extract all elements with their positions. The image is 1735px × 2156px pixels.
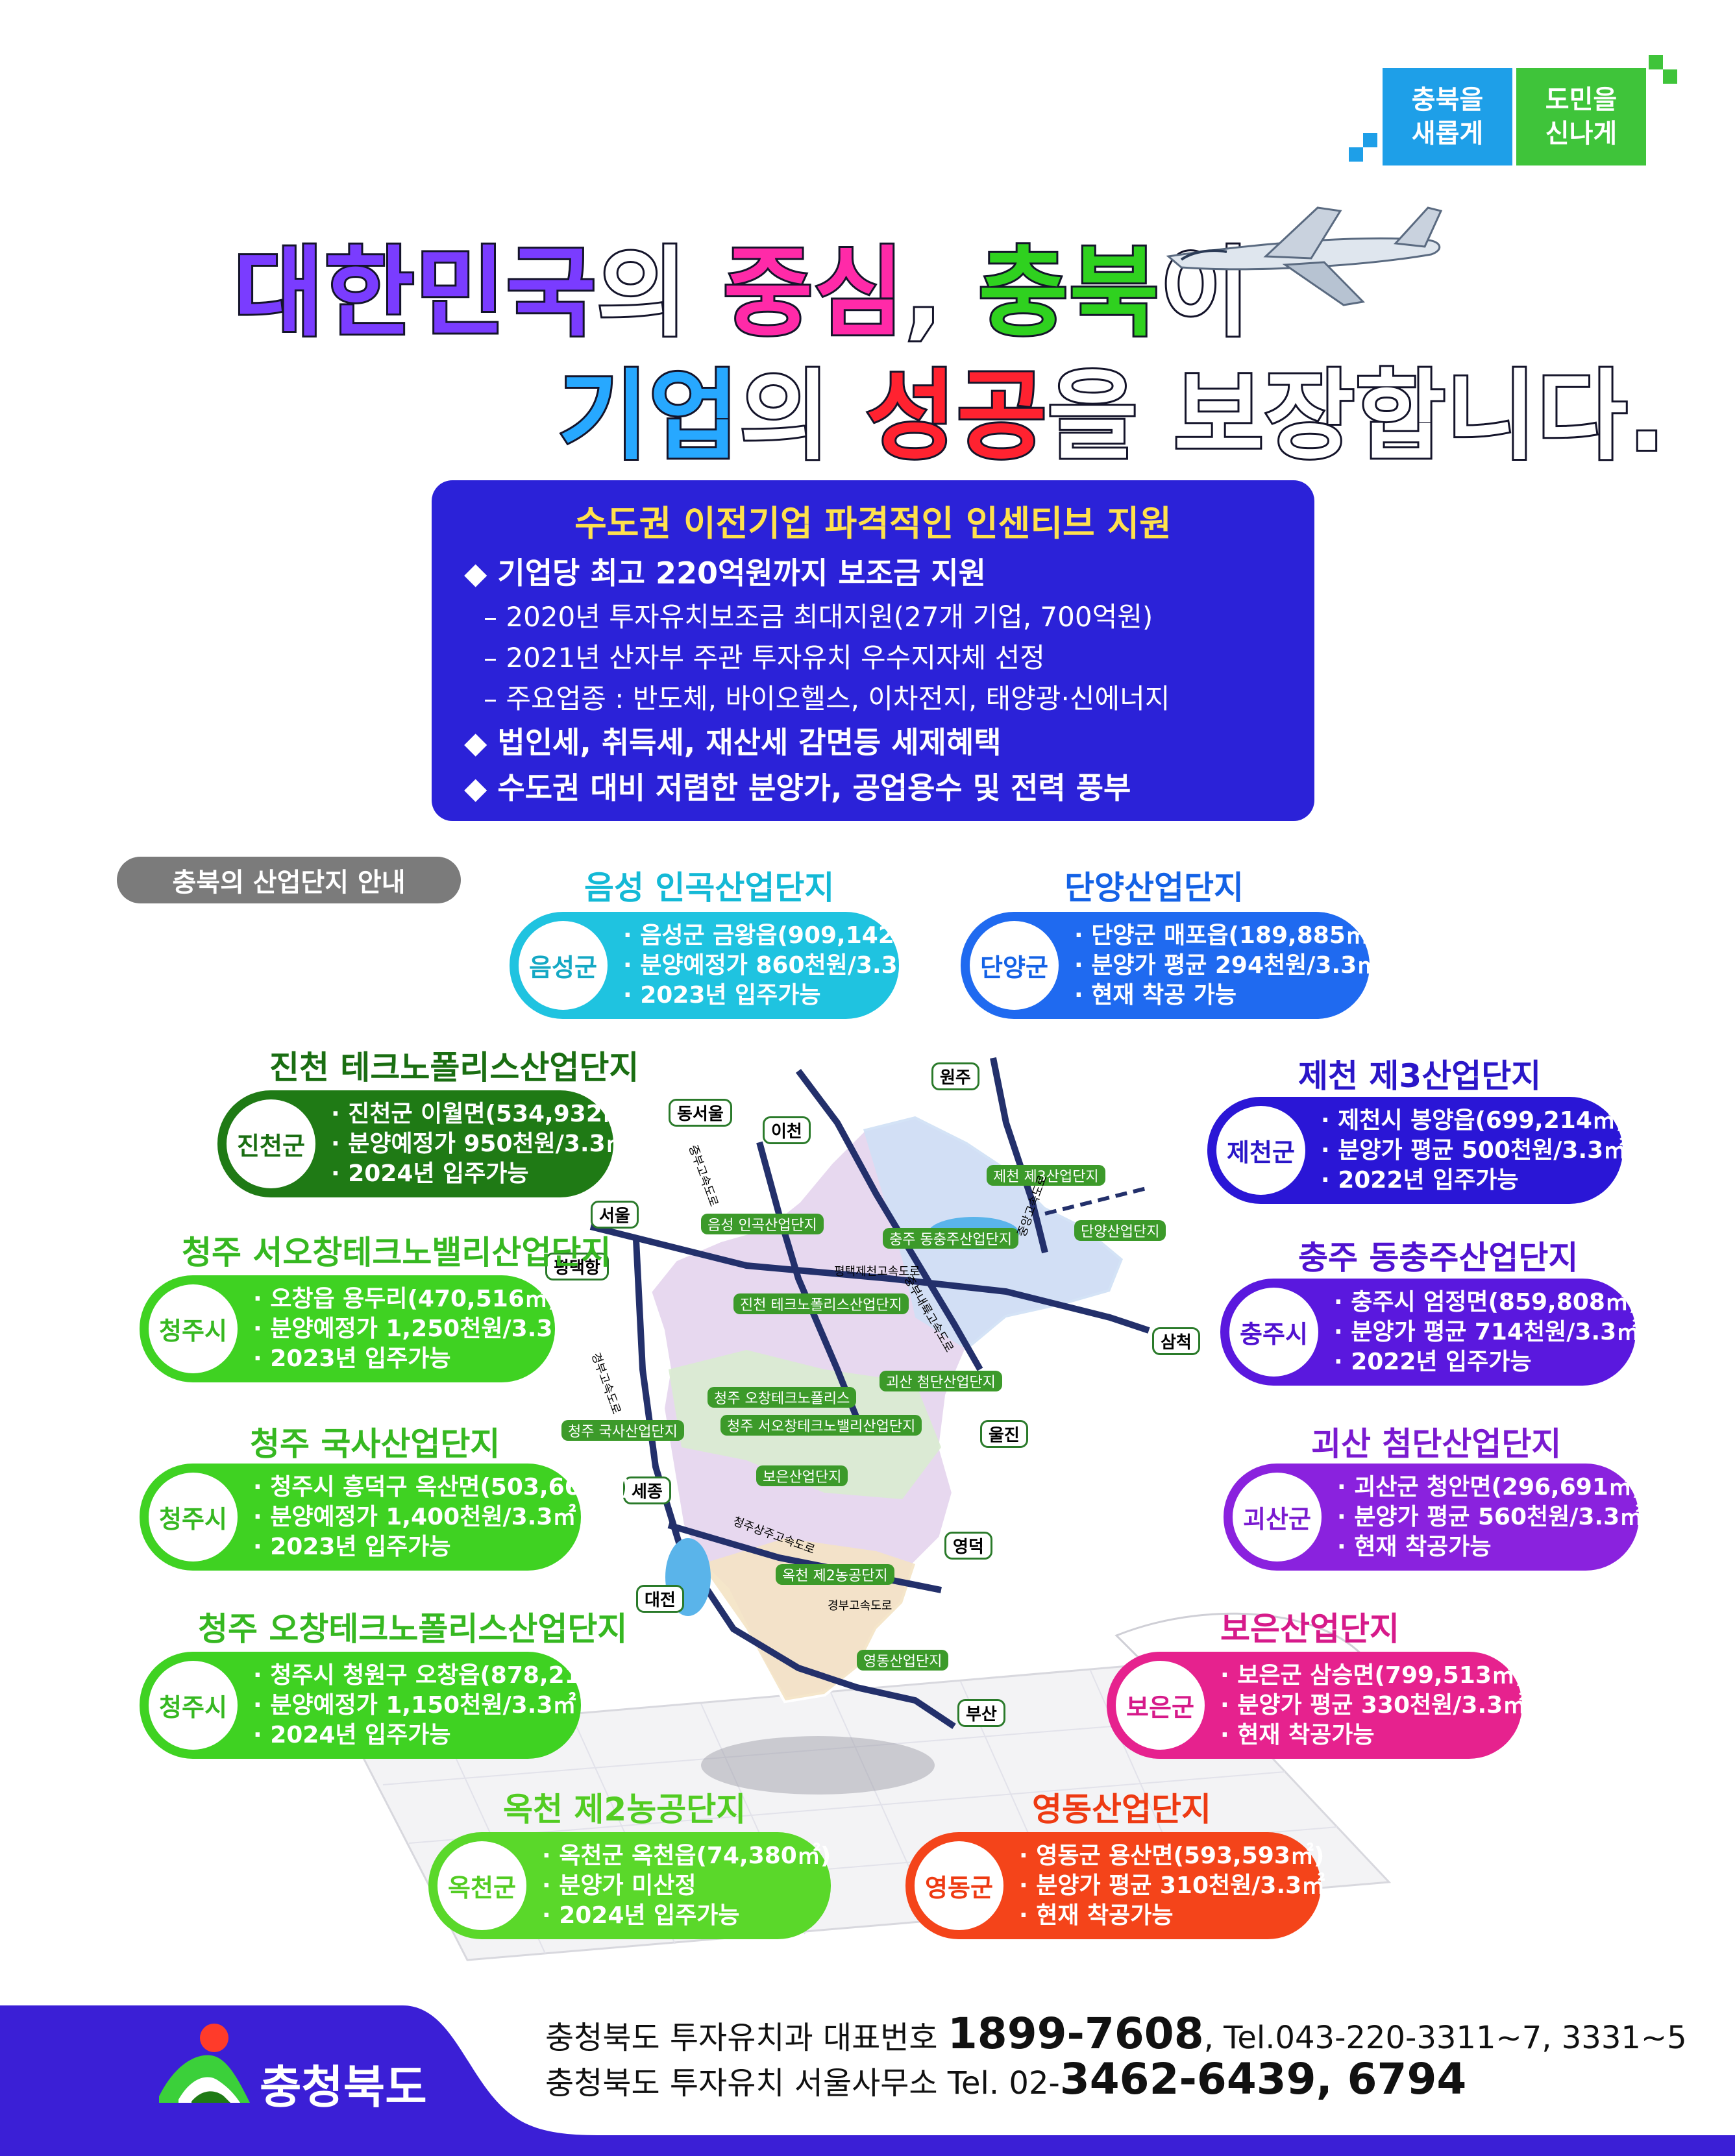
complex-title: 충주 동충주산업단지: [1298, 1239, 1579, 1277]
chungbuk-logo-icon: [159, 2024, 250, 2103]
map-complex-label: 청주 서오창테크노밸리산업단지: [720, 1415, 922, 1436]
complex-title: 진천 테크노폴리스산업단지: [269, 1049, 639, 1086]
complex-title: 음성 인곡산업단지: [584, 869, 835, 907]
incentive-title: 수도권 이전기업 파격적인 인센티브 지원: [574, 503, 1172, 544]
county-badge: 청주시: [149, 1473, 238, 1562]
complex-card: 제천군 · 제천시 봉양읍(699,214㎡)· 분양가 평균 500천원/3.…: [1207, 1097, 1627, 1204]
map-city-label: 삼척: [1152, 1327, 1200, 1355]
map-complex-label: 옥천 제2농공단지: [776, 1564, 894, 1585]
complex-title: 괴산 첨단산업단지: [1311, 1425, 1562, 1463]
county-badge: 단양군: [970, 921, 1059, 1010]
map-city-label: 세종: [623, 1476, 671, 1504]
incentive-item: ◆ 수도권 대비 저렴한 분양가, 공업용수 및 전력 풍부: [464, 770, 1131, 805]
chungbuk-logo-text: 충청북도: [260, 2061, 427, 2114]
complex-card: 음성군 · 음성군 금왕읍(909,142㎡)· 분양예정가 860천원/3.3…: [510, 912, 928, 1019]
map-complex-label: 제천 제3산업단지: [987, 1165, 1105, 1186]
incentive-item: ◆ 법인세, 취득세, 재산세 감면등 세제혜택: [464, 725, 1002, 760]
complex-title: 청주 서오창테크노밸리산업단지: [182, 1234, 611, 1271]
complex-info: · 단양군 매포읍(189,885㎡)· 분양가 평균 294천원/3.3㎡· …: [1074, 922, 1381, 1009]
complex-title: 영동산업단지: [1032, 1791, 1211, 1828]
county-badge: 청주시: [149, 1284, 238, 1373]
map-road-label: 경부고속도로: [828, 1599, 892, 1613]
contact-line-2: 충청북도 투자유치 서울사무소 Tel. 02-3462-6439, 6794: [545, 2054, 1467, 2104]
map-complex-label: 음성 인곡산업단지: [701, 1214, 824, 1234]
complex-info: · 영동군 용산면(593,593㎡)· 분양가 평균 310천원/3.3㎡· …: [1019, 1843, 1325, 1929]
complex-title: 보은산업단지: [1220, 1610, 1399, 1648]
county-badge: 영동군: [915, 1841, 1003, 1930]
map-city-label: 서울: [591, 1201, 639, 1229]
map-road-label: 평택제천고속도로: [834, 1265, 920, 1279]
complex-card: 괴산군 · 괴산군 청안면(296,691㎡)· 분양가 평균 560천원/3.…: [1224, 1464, 1643, 1571]
county-badge: 청주시: [149, 1661, 238, 1750]
headline-line1: 대한민국의 중심, 충북이: [232, 235, 1252, 352]
complex-card: 단양군 · 단양군 매포읍(189,885㎡)· 분양가 평균 294천원/3.…: [961, 912, 1380, 1019]
footer-band: [0, 2005, 1735, 2156]
complex-info: · 청주시 청원구 오창읍(878,214㎡)· 분양예정가 1,150천원/3…: [253, 1662, 632, 1748]
complex-card: 보은군 · 보은군 삼승면(799,513㎡)· 분양가 평균 330천원/3.…: [1107, 1652, 1526, 1759]
county-badge: 괴산군: [1233, 1473, 1322, 1562]
airplane-icon: [1166, 206, 1443, 306]
complex-info: · 오창읍 용두리(470,516㎡)· 분양예정가 1,250천원/3.3㎡·…: [253, 1286, 576, 1372]
map-city-label: 영덕: [944, 1532, 992, 1560]
county-badge: 음성군: [519, 921, 608, 1010]
complex-title: 단양산업단지: [1064, 869, 1244, 907]
complex-card: 청주시 · 청주시 흥덕구 옥산면(503,663㎡)· 분양예정가 1,400…: [140, 1464, 631, 1571]
complex-card: 충주시 · 충주시 엄정면(859,808㎡)· 분양가 평균 714천원/3.…: [1220, 1279, 1640, 1386]
complex-info: · 제천시 봉양읍(699,214㎡)· 분양가 평균 500천원/3.3㎡· …: [1321, 1107, 1627, 1194]
county-badge: 옥천군: [437, 1841, 526, 1930]
complex-info: · 청주시 흥덕구 옥산면(503,663㎡)· 분양예정가 1,400천원/3…: [253, 1474, 632, 1560]
complex-card: 청주시 · 오창읍 용두리(470,516㎡)· 분양예정가 1,250천원/3…: [140, 1275, 576, 1382]
incentive-subitem: – 2021년 산자부 주관 투자유치 우수지자체 선정: [484, 642, 1045, 674]
incentive-subitem: – 주요업종 : 반도체, 바이오헬스, 이차전지, 태양광·신에너지: [484, 683, 1170, 715]
map-city-label: 이천: [763, 1116, 811, 1144]
county-badge: 진천군: [227, 1099, 315, 1188]
complex-card: 진천군 · 진천군 이월면(534,932㎡)· 분양예정가 950천원/3.3…: [217, 1090, 636, 1197]
complex-info: · 음성군 금왕읍(909,142㎡)· 분양예정가 860천원/3.3㎡· 2…: [623, 922, 929, 1009]
guide-label: 충북의 산업단지 안내: [117, 857, 461, 903]
chungbuk-map: [589, 1057, 1150, 1730]
map-complex-label: 청주 오창테크노폴리스: [708, 1387, 857, 1408]
map-city-label: 동서울: [669, 1099, 732, 1127]
complex-info: · 괴산군 청안면(296,691㎡)· 분양가 평균 560천원/3.3㎡· …: [1337, 1474, 1643, 1560]
complex-info: · 진천군 이월면(534,932㎡)· 분양예정가 950천원/3.3㎡· 2…: [331, 1101, 637, 1187]
incentive-subitem: – 2020년 투자유치보조금 최대지원(27개 기업, 700억원): [484, 601, 1153, 633]
complex-card: 영동군 · 영동군 용산면(593,593㎡)· 분양가 평균 310천원/3.…: [905, 1832, 1325, 1939]
complex-title: 제천 제3산업단지: [1298, 1057, 1542, 1095]
map-complex-label: 단양산업단지: [1074, 1220, 1166, 1241]
complex-title: 청주 국사산업단지: [250, 1425, 500, 1463]
complex-card: 옥천군 · 옥천군 옥천읍(74,380㎡)· 분양가 미산정· 2024년 입…: [428, 1832, 831, 1939]
complex-info: · 보은군 삼승면(799,513㎡)· 분양가 평균 330천원/3.3㎡· …: [1220, 1662, 1527, 1748]
map-city-label: 부산: [957, 1699, 1005, 1727]
county-badge: 제천군: [1216, 1106, 1305, 1195]
complex-title: 옥천 제2농공단지: [503, 1791, 746, 1828]
complex-title: 청주 오창테크노폴리스산업단지: [198, 1610, 628, 1648]
map-complex-label: 청주 국사산업단지: [561, 1420, 684, 1441]
county-badge: 충주시: [1229, 1288, 1318, 1377]
map-complex-label: 괴산 첨단산업단지: [880, 1371, 1002, 1391]
map-city-label: 울진: [980, 1420, 1028, 1448]
map-city-label: 평택항: [545, 1253, 609, 1280]
map-city-label: 원주: [931, 1062, 979, 1090]
map-city-label: 대전: [636, 1585, 684, 1613]
complex-info: · 충주시 엄정면(859,808㎡)· 분양가 평균 714천원/3.3㎡· …: [1334, 1289, 1640, 1375]
headline-line2: 기업의 성공을 보장합니다.: [556, 358, 1667, 475]
complex-info: · 옥천군 옥천읍(74,380㎡)· 분양가 미산정· 2024년 입주가능: [542, 1843, 831, 1929]
map-complex-label: 보은산업단지: [756, 1465, 848, 1486]
map-complex-label: 진천 테크노폴리스산업단지: [733, 1293, 909, 1314]
county-badge: 보은군: [1116, 1661, 1205, 1750]
map-complex-label: 영동산업단지: [857, 1650, 949, 1671]
incentive-box: 수도권 이전기업 파격적인 인센티브 지원 ◆ 기업당 최고 220억원까지 보…: [432, 480, 1314, 821]
contact-line-1: 충청북도 투자유치과 대표번호 1899-7608, Tel.043-220-3…: [545, 2009, 1687, 2059]
complex-card: 청주시 · 청주시 청원구 오창읍(878,214㎡)· 분양예정가 1,150…: [140, 1652, 631, 1759]
incentive-item: ◆ 기업당 최고 220억원까지 보조금 지원: [464, 556, 986, 591]
map-complex-label: 충주 동충주산업단지: [883, 1228, 1019, 1249]
